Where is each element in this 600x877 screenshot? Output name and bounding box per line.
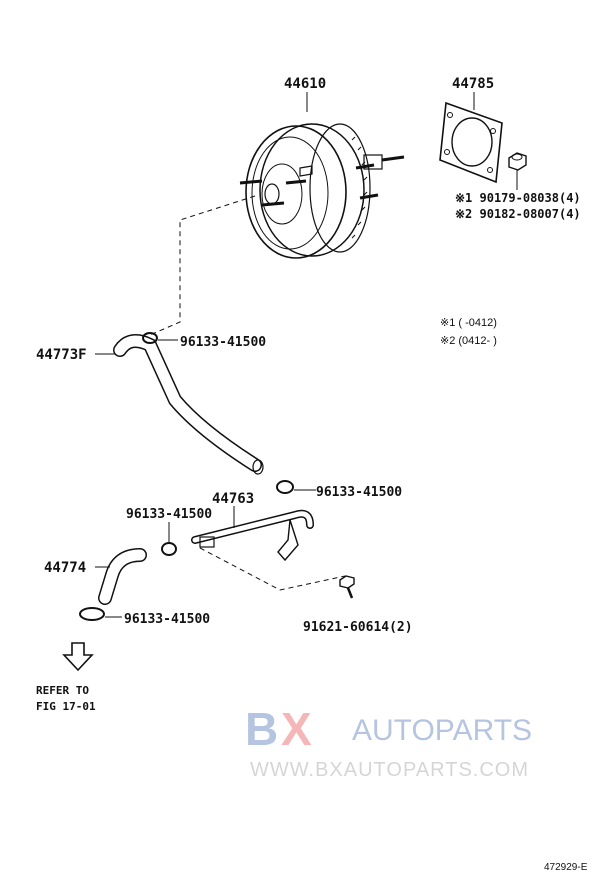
hose-clamp-mid-right[interactable]	[276, 480, 316, 494]
watermark-x: X	[281, 703, 312, 755]
part-number-clamp-mid-right: 96133-41500	[316, 485, 402, 500]
part-number-nut-1: ※1 90179-08038(4)	[455, 191, 581, 205]
part-number-clamp-upper: 96133-41500	[180, 335, 266, 350]
part-number-bolt: 91621-60614(2)	[303, 620, 413, 635]
watermark-logo: B X AUTOPARTS WWW.BXAUTOPARTS.COM	[245, 703, 532, 781]
bolt[interactable]	[339, 575, 355, 599]
watermark-url: WWW.BXAUTOPARTS.COM	[250, 759, 529, 781]
note-2: ※2 (0412- )	[440, 335, 497, 347]
part-number-nut-2: ※2 90182-08007(4)	[455, 207, 581, 221]
part-number-hose-lower: 44774	[44, 560, 86, 576]
watermark-brand-rest: AUTOPARTS	[352, 714, 532, 747]
vacuum-pipe[interactable]	[191, 509, 314, 562]
part-number-clamp-lower: 96133-41500	[124, 612, 210, 627]
part-number-hose-upper: 44773F	[36, 347, 87, 363]
part-number-pipe: 44763	[212, 491, 254, 507]
hose-clamp-lower[interactable]	[79, 607, 122, 621]
part-number-clamp-mid-left: 96133-41500	[126, 507, 212, 522]
booster-gasket[interactable]	[439, 92, 503, 184]
hose-clamp-upper[interactable]	[142, 332, 178, 344]
note-1: ※1 ( -0412)	[440, 317, 497, 329]
dashed-leader-hose	[149, 195, 256, 336]
refer-arrow-icon	[62, 642, 94, 672]
part-number-booster: 44610	[284, 76, 326, 92]
refer-line-1[interactable]: REFER TO	[36, 684, 89, 697]
watermark-b: B	[245, 703, 278, 755]
vacuum-hose-upper[interactable]	[113, 334, 264, 475]
brake-booster[interactable]	[239, 92, 405, 259]
hose-clamp-mid-left[interactable]	[161, 522, 177, 556]
figure-id: 472929-E	[544, 862, 588, 873]
dashed-leader-bolt	[199, 547, 346, 591]
vacuum-hose-lower[interactable]	[98, 548, 147, 605]
gasket-nut[interactable]	[508, 152, 527, 190]
refer-line-2[interactable]: FIG 17-01	[36, 700, 96, 713]
part-number-gasket: 44785	[452, 76, 494, 92]
